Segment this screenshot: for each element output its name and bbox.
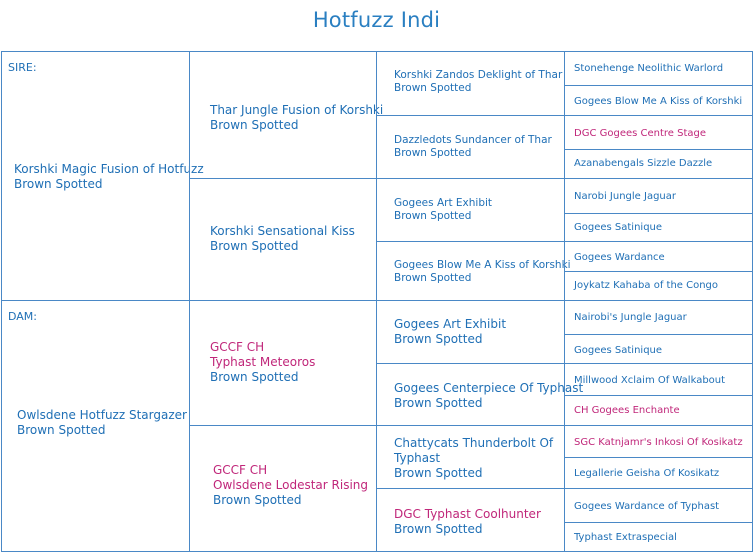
gen4-cell-14: Legallerie Geisha Of Kosikatz (564, 457, 753, 489)
gen2-name: Thar Jungle Fusion of Korshki (210, 103, 384, 117)
gen3-name: Gogees Art Exhibit (394, 197, 493, 209)
gen4-cell-9: Nairobi's Jungle Jaguar (564, 300, 753, 335)
gen3-color: Brown Spotted (394, 522, 483, 536)
gen3-name: DGC Typhast Coolhunter (394, 507, 541, 521)
gen4-cell-4: Azanabengals Sizzle Dazzle (564, 149, 753, 179)
gen3-cell-6: Gogees Centerpiece Of Typhast Brown Spot… (376, 363, 583, 426)
dam-label: DAM: (8, 310, 37, 323)
gen4-name: Gogees Satinique (574, 222, 663, 233)
gen3-cell-7: Chattycats Thunderbolt Of Typhast Brown … (376, 425, 565, 489)
gen3-color: Brown Spotted (394, 466, 483, 480)
gen4-cell-15: Gogees Wardance of Typhast (564, 488, 753, 523)
gen2-title: GCCF CH (213, 463, 268, 477)
gen2-cell-2: Korshki Sensational Kiss Brown Spotted (189, 178, 377, 301)
gen2-color: Brown Spotted (210, 239, 299, 253)
gen3-cell-4: Gogees Blow Me A Kiss of Korshki Brown S… (376, 241, 571, 301)
gen4-name: Gogees Wardance (574, 252, 665, 263)
gen3-color: Brown Spotted (394, 396, 483, 410)
gen4-cell-3: DGC Gogees Centre Stage (564, 115, 753, 150)
sire-label: SIRE: (8, 61, 37, 74)
gen4-cell-11: Millwood Xclaim Of Walkabout (564, 363, 753, 396)
gen4-cell-1: Stonehenge Neolithic Warlord (564, 51, 753, 86)
gen2-name: Typhast Meteoros (210, 355, 316, 369)
gen2-color: Brown Spotted (213, 493, 302, 507)
dam-cell: DAM: Owlsdene Hotfuzz Stargazer Brown Sp… (1, 300, 190, 552)
gen4-cell-2: Gogees Blow Me A Kiss of Korshki (564, 85, 753, 116)
gen3-name: Chattycats Thunderbolt Of Typhast (394, 436, 554, 465)
gen2-name: Owlsdene Lodestar Rising (213, 478, 369, 492)
gen4-name: CH Gogees Enchante (574, 405, 680, 416)
gen2-cell-3: GCCF CH Typhast Meteoros Brown Spotted (189, 300, 377, 426)
page-title: Hotfuzz Indi (312, 8, 441, 32)
gen4-cell-7: Gogees Wardance (564, 241, 753, 272)
gen2-color: Brown Spotted (210, 370, 299, 384)
gen3-color: Brown Spotted (394, 272, 472, 284)
gen4-name: DGC Gogees Centre Stage (574, 128, 707, 139)
gen4-name: Azanabengals Sizzle Dazzle (574, 158, 713, 169)
gen2-title: GCCF CH (210, 340, 265, 354)
gen4-cell-13: SGC Katnjamr's Inkosi Of Kosikatz (564, 425, 753, 458)
gen4-name: Gogees Blow Me A Kiss of Korshki (574, 96, 743, 107)
pedigree-chart: SIRE: Korshki Magic Fusion of Hotfuzz Br… (0, 51, 753, 552)
gen2-cell-4: GCCF CH Owlsdene Lodestar Rising Brown S… (189, 425, 377, 552)
gen3-cell-2: Dazzledots Sundancer of Thar Brown Spott… (376, 115, 565, 179)
gen4-name: Nairobi's Jungle Jaguar (574, 312, 687, 323)
dam-name: Owlsdene Hotfuzz Stargazer (17, 408, 187, 422)
gen4-cell-6: Gogees Satinique (564, 213, 753, 242)
gen2-color: Brown Spotted (210, 118, 299, 132)
gen4-cell-10: Gogees Satinique (564, 334, 753, 364)
gen4-name: Gogees Satinique (574, 345, 663, 356)
sire-color: Brown Spotted (14, 177, 103, 191)
gen3-cell-8: DGC Typhast Coolhunter Brown Spotted (376, 488, 565, 552)
gen4-name: Narobi Jungle Jaguar (574, 191, 677, 202)
gen3-name: Gogees Centerpiece Of Typhast (394, 381, 584, 395)
gen4-name: Joykatz Kahaba of the Congo (574, 280, 719, 291)
gen4-name: SGC Katnjamr's Inkosi Of Kosikatz (574, 437, 743, 448)
gen3-cell-3: Gogees Art Exhibit Brown Spotted (376, 178, 565, 242)
gen4-cell-5: Narobi Jungle Jaguar (564, 178, 753, 214)
gen3-cell-1: Korshki Zandos Deklight of Thar Brown Sp… (376, 51, 565, 116)
gen3-name: Dazzledots Sundancer of Thar (394, 134, 552, 146)
gen3-color: Brown Spotted (394, 147, 472, 159)
gen3-name: Gogees Art Exhibit (394, 317, 507, 331)
dam-color: Brown Spotted (17, 423, 106, 437)
gen3-cell-5: Gogees Art Exhibit Brown Spotted (376, 300, 565, 364)
gen4-cell-16: Typhast Extraspecial (564, 522, 753, 552)
gen4-name: Gogees Wardance of Typhast (574, 501, 720, 512)
gen2-cell-1: Thar Jungle Fusion of Korshki Brown Spot… (189, 51, 383, 179)
gen4-name: Legallerie Geisha Of Kosikatz (574, 468, 720, 479)
gen4-name: Typhast Extraspecial (574, 532, 677, 543)
gen3-color: Brown Spotted (394, 332, 483, 346)
gen3-name: Korshki Zandos Deklight of Thar (394, 69, 563, 81)
gen4-name: Stonehenge Neolithic Warlord (574, 63, 724, 74)
sire-cell: SIRE: Korshki Magic Fusion of Hotfuzz Br… (1, 51, 204, 301)
gen2-name: Korshki Sensational Kiss (210, 224, 355, 238)
gen4-cell-12: CH Gogees Enchante (564, 395, 753, 426)
gen4-cell-8: Joykatz Kahaba of the Congo (564, 271, 753, 301)
gen3-name: Gogees Blow Me A Kiss of Korshki (394, 259, 571, 271)
gen3-color: Brown Spotted (394, 210, 472, 222)
sire-name: Korshki Magic Fusion of Hotfuzz (14, 162, 204, 176)
gen3-color: Brown Spotted (394, 82, 472, 94)
gen4-name: Millwood Xclaim Of Walkabout (574, 375, 726, 386)
